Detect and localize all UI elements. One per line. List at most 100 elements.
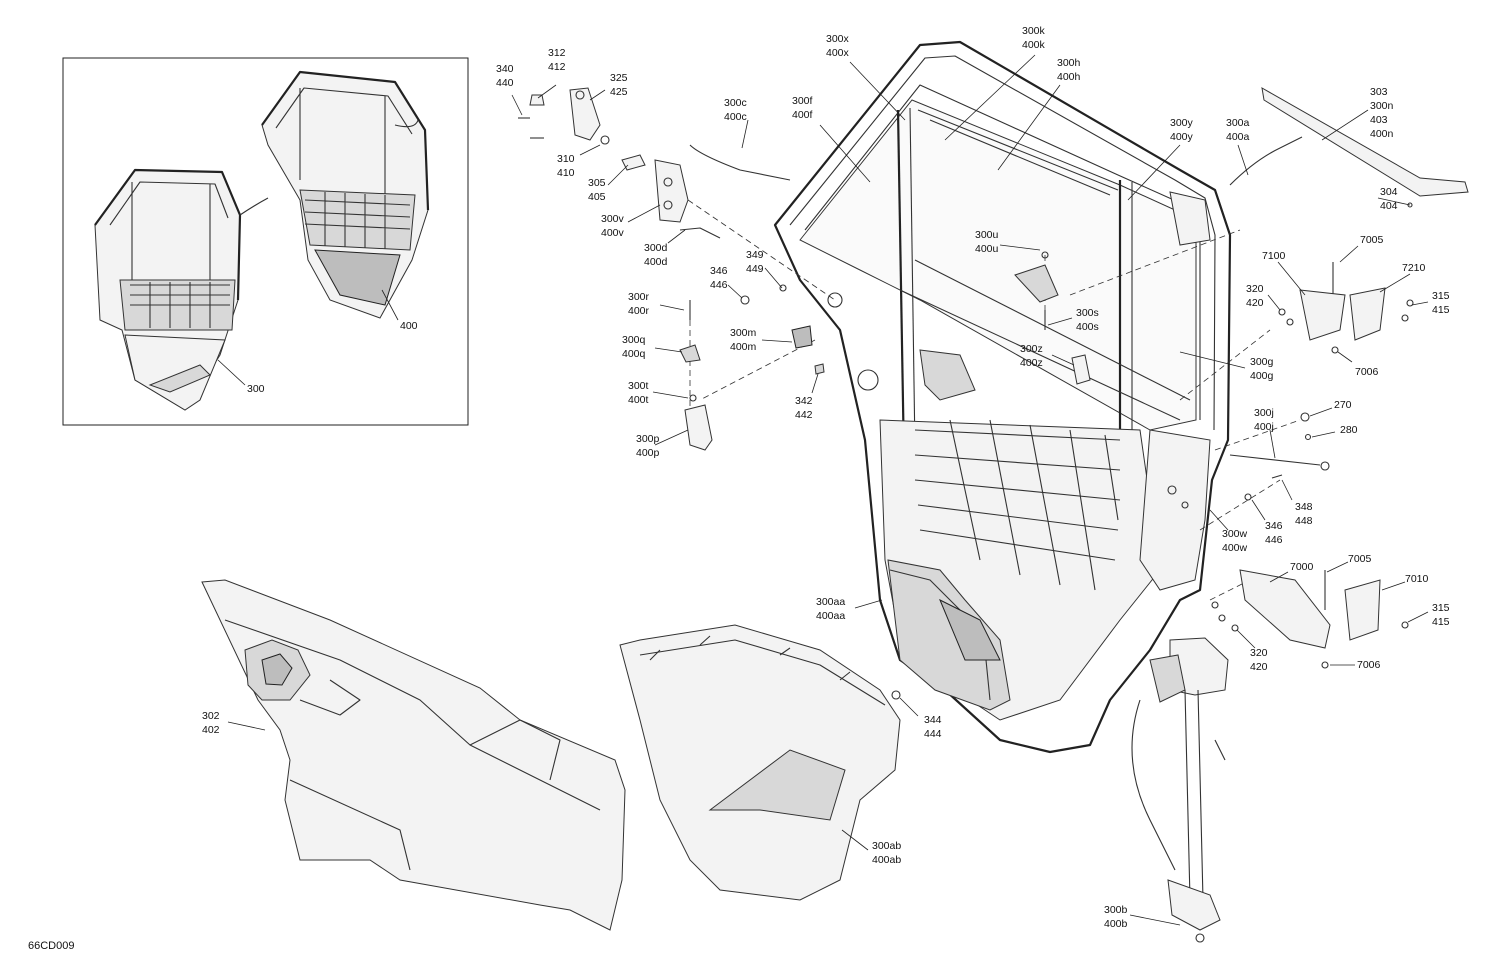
- door-grid-panel: [914, 419, 1121, 591]
- callout-344: 344: [924, 714, 942, 726]
- callout-300s: 300s: [1076, 307, 1099, 319]
- callout-280: 280: [1340, 424, 1358, 436]
- leader-lines: [227, 54, 1429, 926]
- callout-400ab: 400ab: [872, 854, 901, 866]
- callout-270: 270: [1334, 399, 1352, 411]
- callout-415-lower: 415: [1432, 616, 1450, 628]
- callout-400w: 400w: [1222, 542, 1248, 554]
- window-channel-rail: [1229, 87, 1469, 208]
- callout-400a: 400a: [1226, 131, 1250, 143]
- callout-346-right: 346: [1265, 520, 1283, 532]
- callout-300m: 300m: [730, 327, 757, 339]
- callout-442: 442: [795, 409, 813, 421]
- callout-300j: 300j: [1254, 407, 1274, 419]
- callout-400d: 400d: [644, 256, 668, 268]
- callout-310: 310: [557, 153, 575, 165]
- callout-303: 303: [1370, 86, 1388, 98]
- inset-right-door: [261, 70, 430, 319]
- door-frame-assembly: [773, 40, 1232, 754]
- callout-labels: 300x 400x 300k 400k 300h 400h 300f 400f …: [202, 25, 1450, 930]
- inset-assembled-view: 400 300: [62, 57, 469, 426]
- callout-342: 342: [795, 395, 813, 407]
- callout-400aa: 400aa: [816, 610, 845, 622]
- callout-300a: 300a: [1226, 117, 1250, 129]
- callout-405: 405: [588, 191, 606, 203]
- callout-300aa: 300aa: [816, 596, 845, 608]
- callout-400t: 400t: [628, 394, 649, 406]
- latch-small-parts: [679, 284, 825, 451]
- callout-415-upper: 415: [1432, 304, 1450, 316]
- callout-300c: 300c: [724, 97, 747, 109]
- callout-340: 340: [496, 63, 514, 75]
- callout-400x: 400x: [826, 47, 850, 59]
- callout-7006-upper: 7006: [1355, 366, 1379, 378]
- upper-hinge: [1278, 262, 1414, 354]
- callout-400c: 400c: [724, 111, 747, 123]
- callout-400q: 400q: [622, 348, 646, 360]
- window-regulator: [1131, 637, 1229, 943]
- callout-404: 404: [1380, 200, 1398, 212]
- callout-420-upper: 420: [1246, 297, 1264, 309]
- callout-325: 325: [610, 72, 628, 84]
- callout-300b: 300b: [1104, 904, 1128, 916]
- callout-300n: 300n: [1370, 100, 1394, 112]
- callout-300w: 300w: [1222, 528, 1248, 540]
- callout-446-left: 446: [710, 279, 728, 291]
- callout-305: 305: [588, 177, 606, 189]
- callout-400r: 400r: [628, 305, 650, 317]
- callout-425: 425: [610, 86, 628, 98]
- callout-300-inset: 300: [247, 383, 265, 395]
- callout-300v: 300v: [601, 213, 625, 225]
- callout-412: 412: [548, 61, 566, 73]
- callout-400z: 400z: [1020, 357, 1043, 369]
- callout-400s: 400s: [1076, 321, 1099, 333]
- callout-446-right: 446: [1265, 534, 1283, 546]
- callout-304: 304: [1380, 186, 1398, 198]
- callout-448: 448: [1295, 515, 1313, 527]
- callout-348: 348: [1295, 501, 1313, 513]
- callout-300p: 300p: [636, 433, 660, 445]
- callout-444: 444: [924, 728, 942, 740]
- callout-400y: 400y: [1170, 131, 1194, 143]
- callout-300u: 300u: [975, 229, 999, 241]
- callout-403: 403: [1370, 114, 1388, 126]
- callout-300g: 300g: [1250, 356, 1274, 368]
- callout-300z: 300z: [1020, 343, 1043, 355]
- callout-7005-upper: 7005: [1360, 234, 1384, 246]
- callout-420-lower: 420: [1250, 661, 1268, 673]
- figure-id: 66CD009: [28, 940, 74, 952]
- callout-400g: 400g: [1250, 370, 1274, 382]
- callout-400j: 400j: [1254, 421, 1274, 433]
- callout-300ab: 300ab: [872, 840, 901, 852]
- inner-handle: [1014, 251, 1091, 385]
- callout-400m: 400m: [730, 341, 757, 353]
- lower-hinge: [1211, 569, 1409, 669]
- inset-left-door: [94, 168, 269, 411]
- callout-7210: 7210: [1402, 262, 1426, 274]
- callout-400b: 400b: [1104, 918, 1128, 930]
- callout-400k: 400k: [1022, 39, 1046, 51]
- callout-300k: 300k: [1022, 25, 1046, 37]
- callout-400-inset: 400: [400, 320, 418, 332]
- callout-400v: 400v: [601, 227, 625, 239]
- callout-300y: 300y: [1170, 117, 1194, 129]
- callout-300d: 300d: [644, 242, 668, 254]
- callout-400n: 400n: [1370, 128, 1394, 140]
- callout-300x: 300x: [826, 33, 850, 45]
- callout-440: 440: [496, 77, 514, 89]
- callout-400p: 400p: [636, 447, 660, 459]
- callout-7010: 7010: [1405, 573, 1429, 585]
- callout-400u: 400u: [975, 243, 999, 255]
- callout-300r: 300r: [628, 291, 650, 303]
- callout-7005-lower: 7005: [1348, 553, 1372, 565]
- callout-402: 402: [202, 724, 220, 736]
- callout-7000: 7000: [1290, 561, 1314, 573]
- hinge-small-parts: [518, 87, 791, 239]
- callout-7006-lower: 7006: [1357, 659, 1381, 671]
- callout-312: 312: [548, 47, 566, 59]
- callout-349: 349: [746, 249, 764, 261]
- callout-410: 410: [557, 167, 575, 179]
- callout-320-lower: 320: [1250, 647, 1268, 659]
- check-strap: [1229, 412, 1330, 501]
- callout-320-upper: 320: [1246, 283, 1264, 295]
